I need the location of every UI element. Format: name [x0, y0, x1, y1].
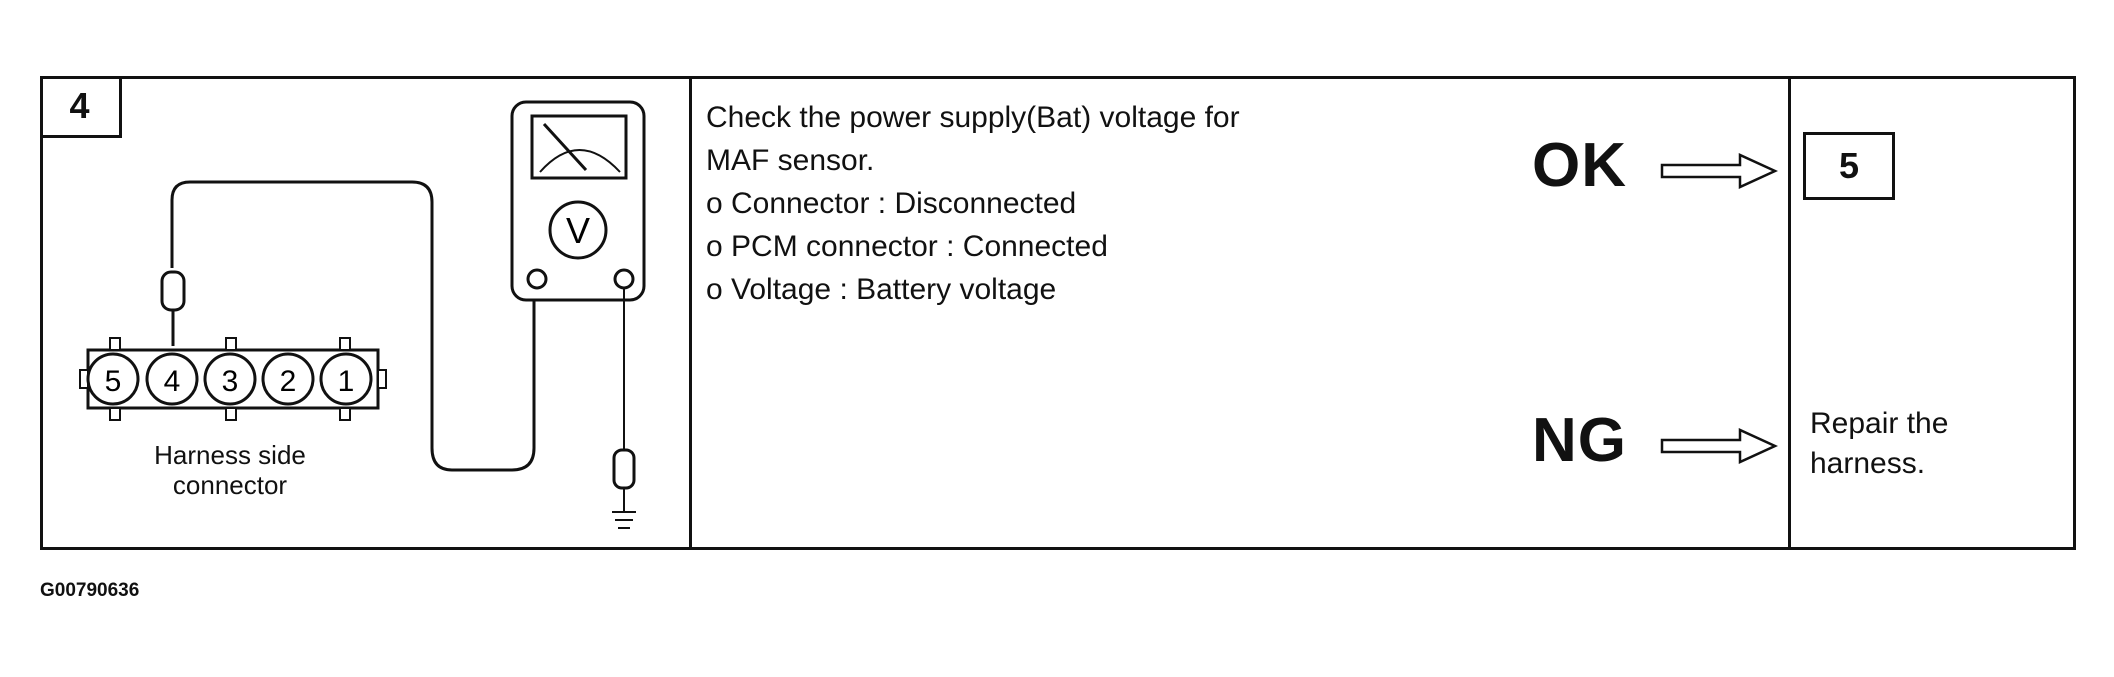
instruction-text: Check the power supply(Bat) voltage for … [706, 96, 1240, 311]
ok-label: OK [1532, 131, 1627, 200]
step-number: 4 [40, 76, 122, 138]
pin-label: 1 [338, 365, 355, 398]
pin-label: 2 [280, 365, 297, 398]
instruction-item: o PCM connector : Connected [706, 230, 1108, 263]
meter-terminal-positive [526, 268, 548, 290]
instruction-item: o Connector : Disconnected [706, 187, 1077, 220]
column-divider-2 [1788, 76, 1791, 550]
meter-needle [542, 122, 588, 172]
probe-tip-positive [160, 270, 186, 312]
pin-label: 3 [222, 365, 239, 398]
ng-action: Repair the harness. [1810, 407, 1949, 480]
pin-label: 4 [164, 365, 181, 398]
column-divider-1 [689, 76, 692, 550]
connector-pin [203, 352, 257, 406]
next-step-box: 5 [1803, 132, 1895, 200]
ng-arrow-icon [1660, 428, 1779, 464]
instruction-item: o Voltage : Battery voltage [706, 273, 1057, 306]
pin-label: 5 [105, 365, 122, 398]
harness-connector: 5 4 3 2 1 [79, 337, 387, 421]
figure-id: G00790636 [40, 580, 140, 601]
probe-tip-negative [612, 448, 636, 490]
connector-pin [145, 352, 199, 406]
procedure-table [40, 76, 2076, 550]
probe-wire-positive [170, 180, 539, 472]
connector-caption: Harness side connector [154, 440, 306, 500]
meter-terminal-negative [613, 268, 635, 290]
voltmeter-symbol: V [566, 210, 590, 251]
connector-pin [86, 352, 140, 406]
connector-pin [261, 352, 315, 406]
instruction-title-line1: Check the power supply(Bat) voltage for [706, 101, 1240, 134]
connector-pin [319, 352, 373, 406]
ng-label: NG [1532, 406, 1627, 475]
voltmeter: V [510, 100, 646, 302]
instruction-title-line2: MAF sensor. [706, 144, 875, 177]
ok-arrow-icon [1660, 153, 1779, 189]
ground-symbol [612, 511, 636, 529]
